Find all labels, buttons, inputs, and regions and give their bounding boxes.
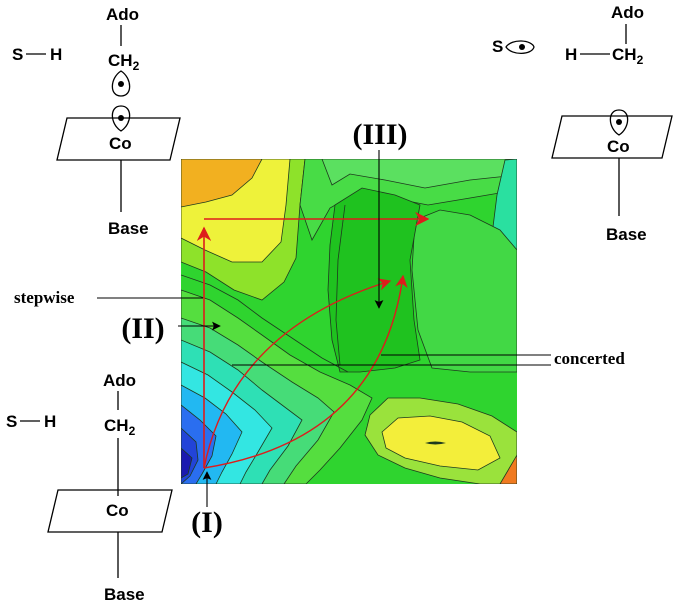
thiol-h: H [44,412,56,431]
contour-band [411,209,517,373]
thiol-h: H [50,45,62,64]
contour-line [335,204,346,366]
state-I-label: (I) [191,506,223,539]
stepwise-label: stepwise [14,288,75,307]
transferred-h: H [565,45,577,64]
cobalt-radical-lobe [609,109,629,136]
ch2-label: CH2 [104,416,136,438]
structure-reactant-homolysis: S H Ado CH2 Co Base [12,5,181,238]
ado-label: Ado [106,5,139,24]
energy-contour-map [181,159,517,484]
concerted-label: concerted [554,349,625,368]
structure-product-transfer: S H CH2 Ado Co Base [492,3,673,244]
radical-lobe-lower [111,105,131,132]
thiol-s: S [12,45,23,64]
contour-band [321,159,517,189]
base-label: Base [606,225,647,244]
concerted-paths [203,274,408,469]
concerted-path-upper [203,278,392,469]
cobalt-label: Co [607,137,630,156]
thiol-s: S [6,412,17,431]
base-label: Base [108,219,149,238]
cobalt-label: Co [109,134,132,153]
ado-label: Ado [611,3,644,22]
corrin-plane [56,117,181,161]
ch2-label: CH2 [108,51,140,73]
contour-band [181,159,263,208]
contour-band [499,454,517,484]
corrin-plane [47,489,173,533]
contour-line [181,274,349,373]
cobalt-label: Co [106,501,129,520]
ch2-label: CH2 [612,45,644,67]
structure-initial-state: S H Ado CH2 Co Base [6,371,173,604]
contour-band [327,187,421,373]
contour-band [181,447,193,479]
radical-lobe-upper [111,70,131,97]
stepwise-path [196,211,430,468]
cobalt-radical-dot [616,119,622,125]
thiyl-radical-lobe [505,40,535,55]
concerted-path-lower [203,274,408,469]
base-label: Base [104,585,145,604]
thiyl-radical-dot [519,44,525,50]
state-II-label: (II) [121,312,164,345]
radical-dot [118,81,124,87]
state-III-label: (III) [352,118,407,151]
contour-minimum-mark [425,441,446,445]
corrin-plane [551,115,673,159]
thiyl-s: S [492,37,503,56]
ado-label: Ado [103,371,136,390]
